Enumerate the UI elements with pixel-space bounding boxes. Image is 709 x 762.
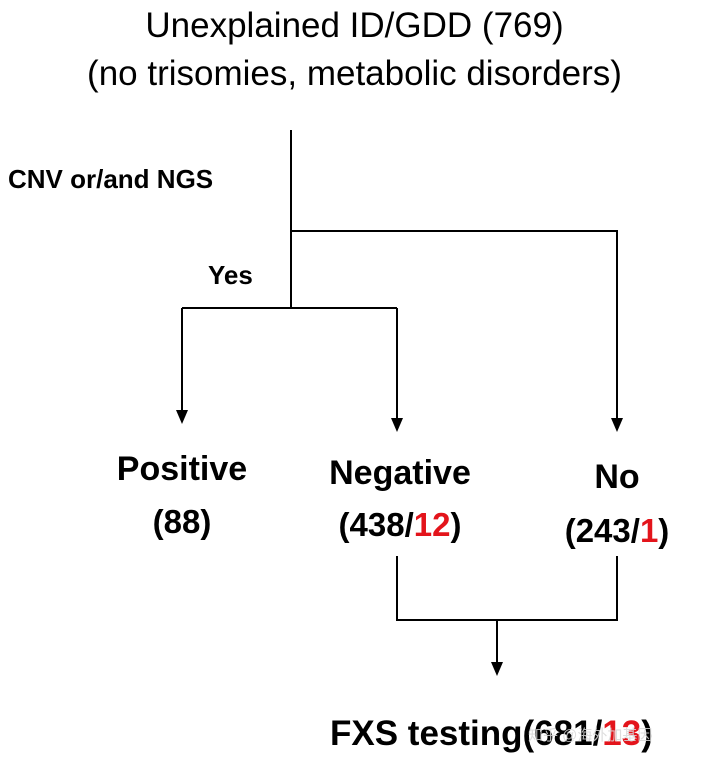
test-method-label: CNV or/and NGS: [8, 164, 214, 194]
title-line-1: Unexplained ID/GDD (769): [145, 6, 564, 45]
no-open-paren: (: [564, 512, 576, 549]
no-count-value: 243/: [575, 512, 640, 549]
no-highlight-value: 1: [639, 512, 659, 549]
negative-arrow-icon: [391, 418, 403, 432]
no-node-label: No: [594, 458, 640, 496]
negative-node-label: Negative: [329, 454, 471, 492]
yes-label: Yes: [208, 260, 253, 290]
negative-close-paren: ): [450, 506, 462, 543]
no-node-count: (243/1): [530, 514, 704, 547]
final-node-label: FXS testing(681/: [330, 714, 603, 753]
watermark-text: 知乎 @海外加基因: [528, 727, 653, 744]
no-arrow-icon: [611, 418, 623, 432]
positive-arrow-icon: [176, 410, 188, 424]
final-highlight-value: 13: [602, 714, 642, 753]
positive-node-count: (88): [72, 505, 292, 538]
title-line-2: (no trisomies, metabolic disorders): [87, 54, 622, 93]
positive-open-paren: (: [152, 503, 164, 540]
positive-node-label: Positive: [116, 450, 248, 488]
negative-count-value: 438/: [349, 506, 414, 543]
merge-line: [396, 556, 618, 621]
final-node: FXS testing(681/13): [330, 716, 653, 751]
final-close-paren: ): [641, 714, 653, 753]
positive-count-value: 88: [163, 503, 201, 540]
positive-close-paren: ): [200, 503, 212, 540]
negative-open-paren: (: [338, 506, 350, 543]
no-branch-line: [291, 230, 618, 425]
negative-highlight-value: 12: [413, 506, 451, 543]
negative-node-count: (438/12): [292, 508, 508, 541]
no-close-paren: ): [658, 512, 670, 549]
final-arrow-icon: [491, 662, 503, 676]
